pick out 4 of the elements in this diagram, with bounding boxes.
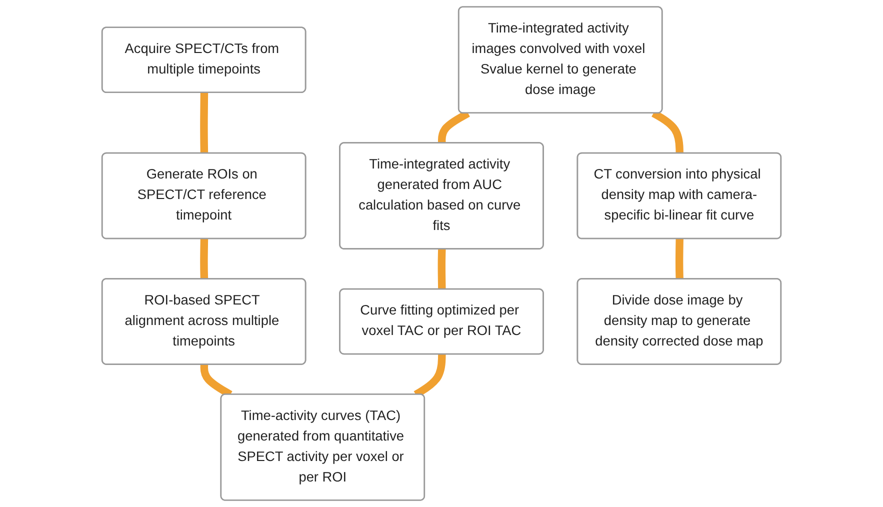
connector [438,248,446,290]
connector [675,238,684,280]
connector [200,92,208,154]
connector [200,238,208,280]
